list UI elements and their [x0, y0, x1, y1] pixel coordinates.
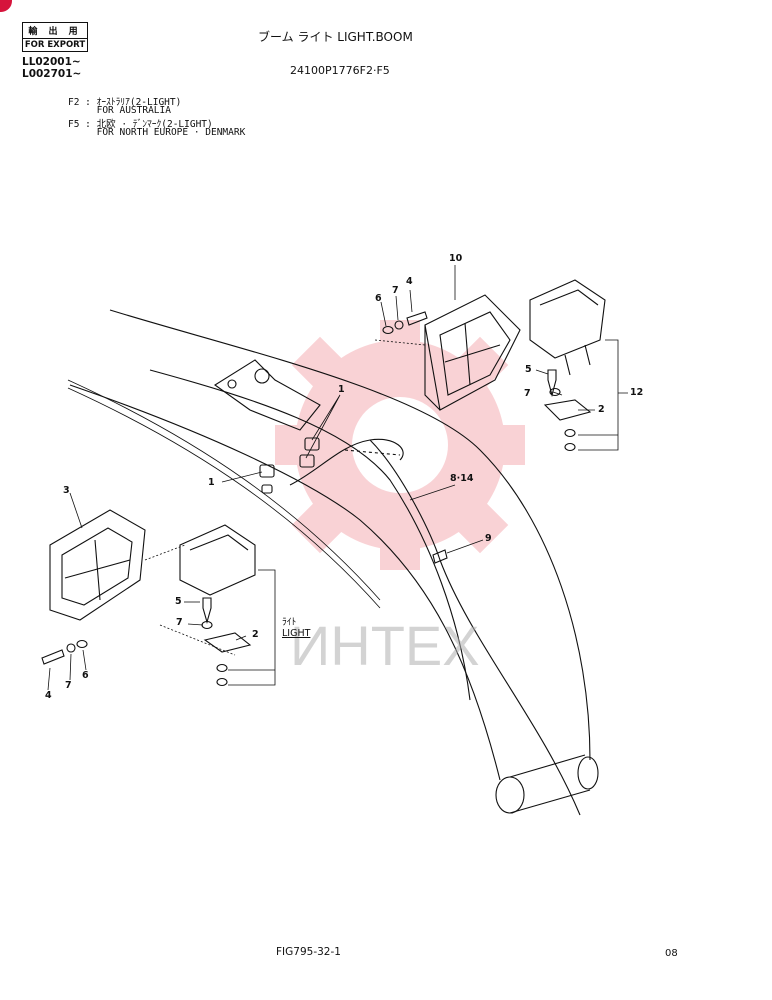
callout-2b: 2: [252, 629, 259, 640]
nut-right-2: [564, 442, 576, 452]
light-label: ﾗｲﾄ LIGHT: [282, 614, 310, 639]
callout-7a: 7: [392, 285, 399, 296]
stamp-line2: FOR EXPORT: [24, 40, 86, 50]
callout-1b: 1: [208, 477, 215, 488]
page-number: 08: [665, 948, 678, 959]
callout-2a: 2: [598, 404, 605, 415]
grommet-1a: [304, 437, 320, 451]
export-stamp: 輸 出 用 FOR EXPORT: [22, 22, 88, 52]
part-number: 24100P1776F2·F5: [290, 64, 390, 77]
callout-7b: 7: [524, 388, 531, 399]
bolt-left-4: [41, 649, 65, 665]
note-line-1: F2 : ｵｰｽﾄﾗﾘｱ(2-LIGHT): [68, 97, 182, 108]
grommet-1c: [259, 464, 275, 478]
watermark-text: ИНТЕХ: [290, 614, 480, 677]
note-line-4: FOR NORTH EUROPE · DENMARK: [68, 127, 246, 138]
callout-9: 9: [485, 533, 492, 544]
serial-1: LL02001~: [22, 56, 81, 68]
stamp-line1: 輸 出 用: [23, 23, 87, 39]
lamp-left: [179, 524, 256, 596]
callout-7d: 7: [65, 680, 72, 691]
boom-bracket: [214, 359, 321, 431]
callout-4a: 4: [406, 276, 413, 287]
boom-upper-edge: [109, 309, 591, 761]
boom-pipe: [67, 379, 381, 601]
lamp-guard-right: [424, 294, 521, 411]
page-title: ブーム ライト LIGHT.BOOM: [258, 30, 413, 44]
bolt-top-4: [406, 311, 428, 326]
callout-3: 3: [63, 485, 70, 496]
callout-5a: 5: [525, 364, 532, 375]
callout-12: 12: [630, 387, 644, 398]
light-label-en: LIGHT: [282, 628, 311, 639]
leader-lines: [47, 265, 628, 691]
light-label-jp: ﾗｲﾄ: [282, 617, 297, 628]
callout-7c: 7: [176, 617, 183, 628]
lamp-right: [529, 279, 606, 376]
boom-pipe-2: [67, 387, 381, 609]
bolt-left: [202, 597, 212, 625]
nut-right-1: [564, 428, 576, 438]
bolt-right: [547, 369, 557, 398]
washer-top-6: [382, 325, 394, 335]
callout-8-14: 8·14: [450, 473, 474, 484]
figure-number: FIG795-32-1: [276, 946, 341, 958]
serial-2: L002701~: [22, 68, 82, 80]
grommet-1b: [299, 454, 315, 468]
grommet-1d: [261, 484, 273, 494]
bracket-right: [543, 399, 592, 421]
callout-1a: 1: [338, 384, 345, 395]
bracket-left: [203, 632, 252, 653]
nut-left-2: [216, 677, 228, 687]
wiring-harness: [289, 438, 581, 816]
washer-right-1: [549, 387, 561, 397]
washer-left-7: [66, 643, 76, 653]
nut-left-1: [216, 663, 228, 673]
lamp-guard-left: [49, 509, 146, 621]
note-line-3: F5 : 北欧 · ﾃﾞﾝﾏｰｸ(2-LIGHT): [68, 119, 213, 130]
boom-lower-edge: [69, 384, 501, 781]
washer-top-7: [394, 320, 404, 330]
callout-6b: 6: [82, 670, 89, 681]
callout-10: 10: [449, 253, 463, 264]
boom-foot-pin: [495, 776, 525, 814]
callout-5b: 5: [175, 596, 182, 607]
callout-4b: 4: [45, 690, 52, 701]
note-line-2: FOR AUSTRALIA: [68, 105, 171, 116]
clamp-9: [432, 549, 448, 564]
boom-mid-edge: [149, 369, 471, 701]
washer-left-6: [76, 639, 88, 649]
callout-6a: 6: [375, 293, 382, 304]
